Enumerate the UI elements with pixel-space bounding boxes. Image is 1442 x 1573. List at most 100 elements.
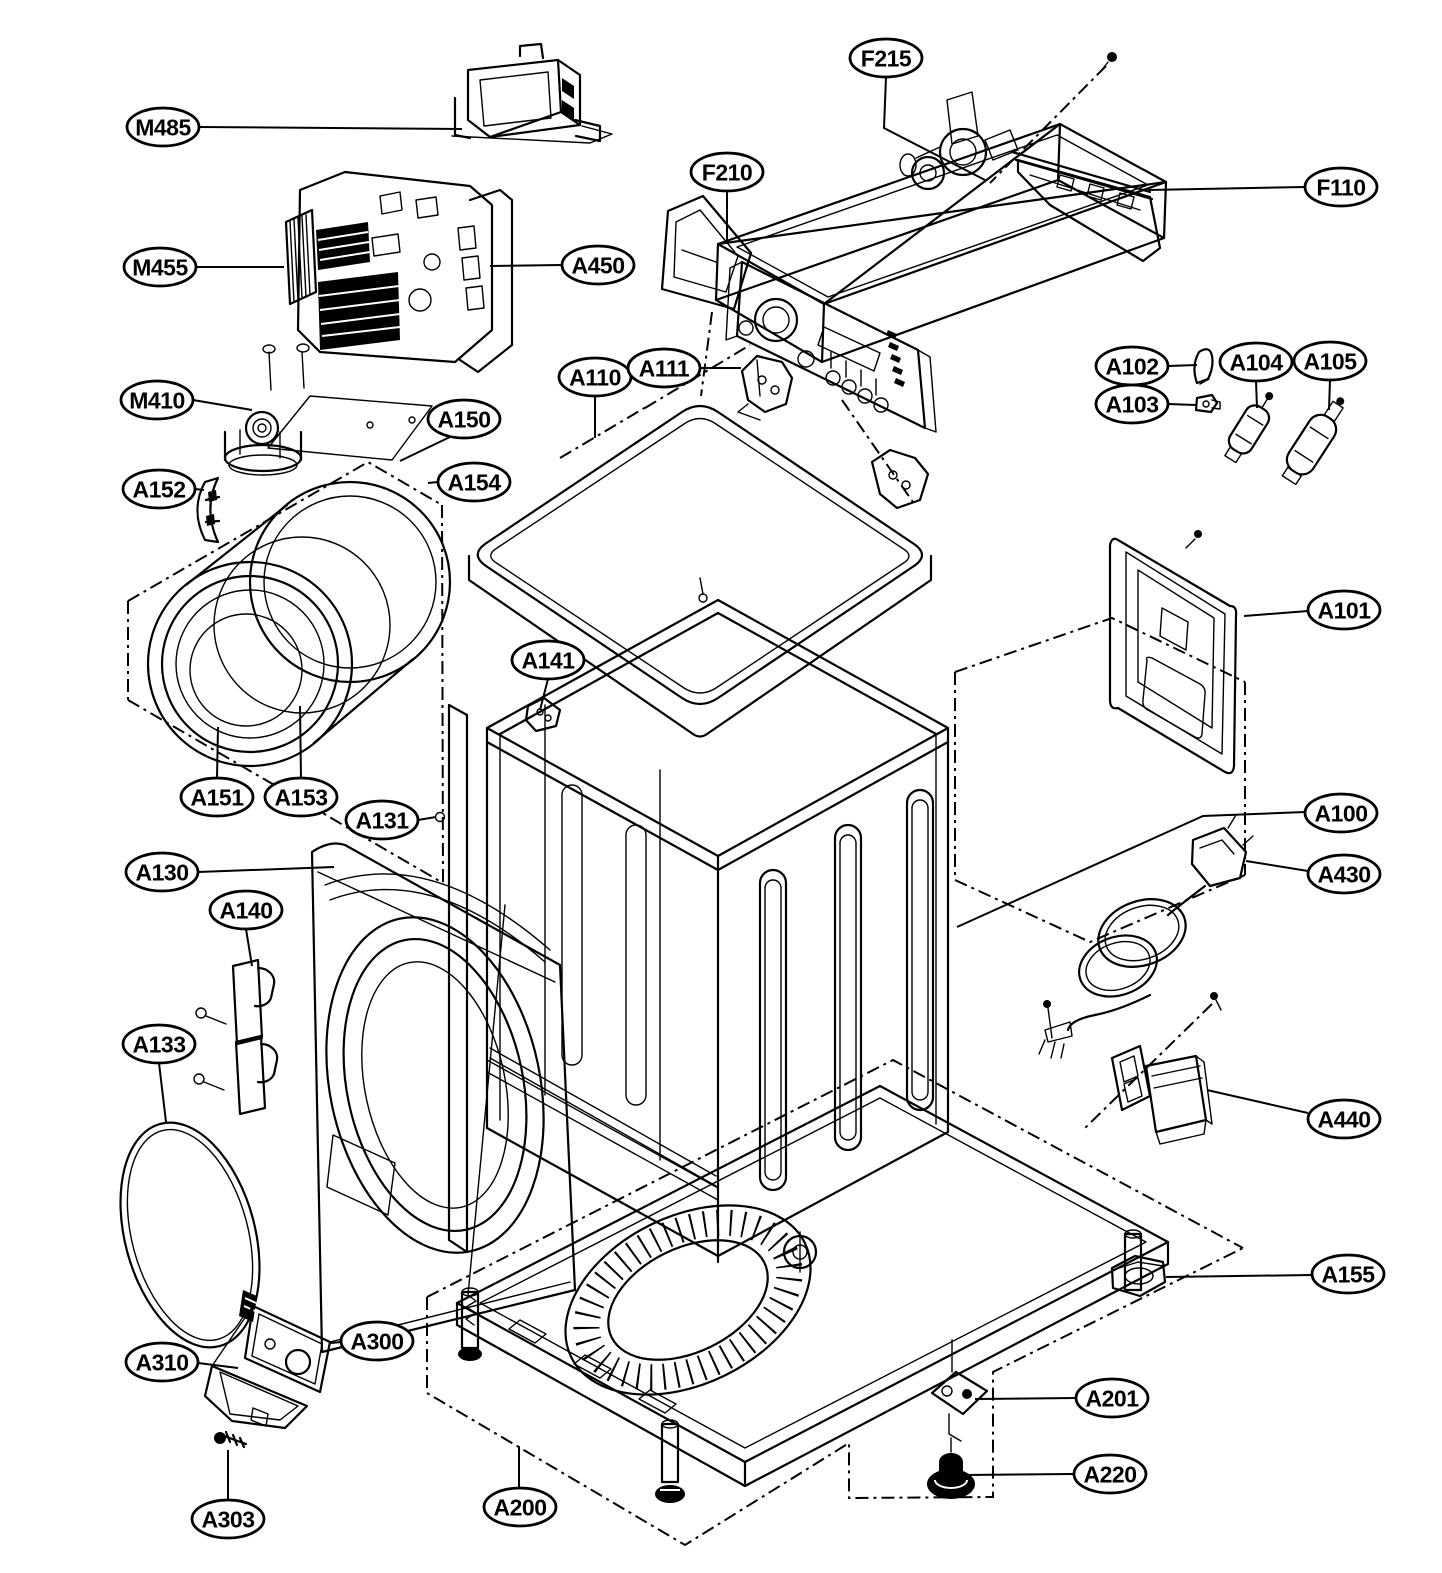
callout-bubble-A133 [121, 1023, 197, 1065]
callout-label-A303: A303 [202, 1506, 255, 1532]
callout-bubble-A151 [179, 776, 255, 818]
callout-A310: A310 [124, 1341, 239, 1383]
callout-A102: A102 [1094, 345, 1198, 387]
callout-label-A155: A155 [1322, 1261, 1376, 1287]
leader-line-A130 [197, 866, 335, 873]
callout-label-A201: A201 [1086, 1385, 1140, 1411]
callout-label-A110: A110 [569, 364, 621, 390]
top-plate [467, 404, 933, 738]
callout-bubble-A303 [190, 1498, 266, 1540]
callout-bubble-A104 [1218, 341, 1294, 383]
leader-line-A153 [299, 705, 302, 779]
leader-line-A154 [427, 481, 439, 484]
leader-line-A104 [1255, 380, 1258, 409]
callout-A450: A450 [489, 244, 636, 286]
callout-A105: A105 [1292, 340, 1368, 411]
callout-label-A430: A430 [1318, 861, 1371, 887]
callout-bubble-A153 [263, 776, 339, 818]
callout-label-M455: M455 [132, 254, 188, 280]
callout-M485: M485 [125, 106, 463, 148]
callout-label-A103: A103 [1106, 391, 1159, 417]
callout-A300: A300 [330, 1320, 415, 1362]
cap-part [1110, 1254, 1167, 1298]
callout-bubble-A130 [124, 851, 200, 893]
callout-bubble-F215 [848, 37, 924, 79]
leader-line-A450 [489, 264, 563, 267]
callout-A201: A201 [974, 1377, 1150, 1419]
callout-label-A100: A100 [1315, 800, 1368, 826]
callout-label-A102: A102 [1106, 353, 1159, 379]
callout-M455: M455 [122, 246, 284, 288]
callout-bubble-F210 [689, 151, 765, 193]
leader-line-F110 [1147, 186, 1306, 191]
base-assembly [426, 1058, 1244, 1547]
callout-A150: A150 [399, 398, 502, 462]
leader-line-A220 [964, 1473, 1075, 1476]
callout-label-A140: A140 [220, 897, 273, 923]
drain-pump-part [223, 344, 433, 476]
top-plate-brackets [524, 354, 930, 733]
callout-bubble-A440 [1306, 1098, 1382, 1140]
leader-line-A133 [158, 1062, 167, 1123]
power-cord [1038, 814, 1254, 1059]
callout-label-A152: A152 [133, 476, 186, 502]
clamp-ring [119, 1121, 261, 1349]
callout-A133: A133 [121, 1023, 197, 1123]
callout-bubble-A310 [124, 1341, 200, 1383]
leader-line-A105 [1328, 379, 1331, 411]
leader-line-A430 [1245, 860, 1309, 872]
dispenser-housing [559, 52, 1168, 506]
callout-label-A111: A111 [639, 355, 690, 381]
callout-bubble-A152 [121, 468, 197, 510]
callout-F110: F110 [1147, 166, 1379, 208]
callout-label-M485: M485 [135, 114, 191, 140]
callout-bubble-M410 [119, 379, 195, 421]
callout-bubble-A111 [626, 347, 702, 389]
callout-A104: A104 [1218, 341, 1294, 409]
callout-M410: M410 [119, 379, 253, 421]
door-hinges [193, 958, 279, 1116]
callout-A131: A131 [344, 799, 437, 841]
callout-bubble-A141 [510, 639, 586, 681]
phantom-box-right [954, 616, 1246, 944]
damper-large [1281, 397, 1345, 486]
callout-bubble-M485 [125, 106, 201, 148]
leader-line-F215 [882, 76, 986, 181]
callout-A152: A152 [121, 468, 205, 510]
leader-line-A131 [417, 816, 437, 821]
callout-A100: A100 [956, 792, 1379, 928]
callout-label-A151: A151 [191, 784, 245, 810]
dispenser-rail [1010, 150, 1162, 263]
callout-A440: A440 [1206, 1089, 1382, 1140]
small-clip-parts [1193, 348, 1221, 414]
callout-A151: A151 [179, 726, 255, 818]
callout-A200: A200 [482, 1446, 558, 1528]
leveling-parts [927, 1339, 989, 1499]
callout-bubble-A200 [482, 1486, 558, 1528]
main-pcb-assembly [284, 170, 514, 389]
callout-label-A310: A310 [136, 1349, 189, 1375]
door-switch-part [451, 42, 613, 144]
callout-A303: A303 [190, 1450, 266, 1540]
leader-line-A440 [1206, 1089, 1309, 1114]
callout-label-F210: F210 [702, 159, 752, 185]
leader-line-A300 [330, 1341, 342, 1344]
rear-access-panel [1108, 530, 1238, 775]
callout-bubble-A105 [1292, 340, 1368, 382]
callout-bubble-A155 [1310, 1253, 1386, 1295]
leader-line-A100 [956, 811, 1306, 928]
callout-label-A101: A101 [1318, 597, 1372, 623]
callout-bubble-A140 [208, 889, 284, 931]
callout-bubble-A220 [1072, 1453, 1148, 1495]
leader-line-A140 [245, 928, 253, 967]
callout-A101: A101 [1243, 589, 1382, 631]
callout-bubble-A101 [1306, 589, 1382, 631]
callout-F215: F215 [848, 37, 986, 181]
callout-label-A105: A105 [1304, 348, 1358, 374]
callout-F210: F210 [689, 151, 765, 240]
noise-filter [1084, 992, 1222, 1145]
leader-line-A201 [974, 1397, 1077, 1400]
leader-line-A141 [539, 678, 549, 711]
leader-line-A102 [1167, 364, 1198, 367]
